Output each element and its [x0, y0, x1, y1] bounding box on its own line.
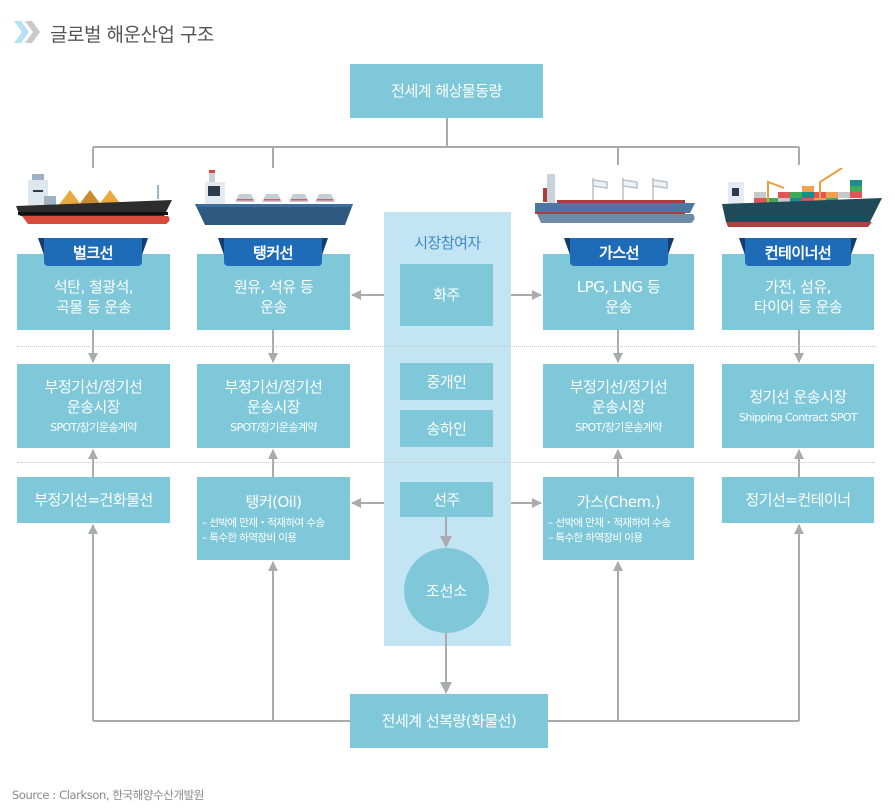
- cargo-line: 운송: [260, 298, 287, 316]
- broker-label: 중개인: [426, 372, 467, 391]
- market-title-line: 부정기선/정기선: [224, 377, 323, 396]
- category-bullets: – 선박에 만재・적재하여 수송 – 특수한 하역장비 이용: [543, 516, 694, 546]
- container-market-box: 정기선 운송시장 Shipping Contract SPOT: [722, 364, 874, 448]
- container-ship-icon: [722, 168, 882, 227]
- bullet-item: – 특수한 하역장비 이용: [548, 531, 643, 544]
- cargo-line: 가전, 섬유,: [764, 278, 832, 296]
- category-bullets: – 선박에 만재・적재하여 수송 – 특수한 하역장비 이용: [197, 516, 350, 546]
- page-title: 글로벌 해운산업 구조: [50, 24, 214, 46]
- market-title-line: 부정기선/정기선: [569, 377, 668, 396]
- tanker-cargo-box: 원유, 석유 등 운송: [197, 254, 350, 330]
- cargo-line: 원유, 석유 등: [233, 278, 314, 296]
- container-cargo-box: 가전, 섬유, 타이어 등 운송: [722, 254, 874, 330]
- tanker-ship-icon: [195, 170, 353, 225]
- shipyard-label: 조선소: [425, 582, 468, 600]
- separator-line: [17, 462, 875, 463]
- shipper-label: 화주: [433, 286, 460, 304]
- shipowner-label: 선주: [433, 490, 460, 509]
- tanker-market-box: 부정기선/정기선 운송시장 SPOT/장기운송계약: [197, 364, 350, 448]
- bullet-item: – 선박에 만재・적재하여 수송: [202, 516, 325, 529]
- cargo-line: 운송: [605, 298, 632, 316]
- consignor-box: 송하인: [400, 410, 493, 447]
- market-title-line: 정기선 운송시장: [749, 387, 847, 406]
- ship-type-tab-bulk: 벌크선: [38, 238, 148, 266]
- market-title-line: 부정기선/정기선: [44, 377, 143, 396]
- cargo-line: 석탄, 철광석,: [53, 278, 134, 296]
- source-note: Source : Clarkson, 한국해양수산개발원: [12, 788, 204, 802]
- ship-type-label: 가스선: [599, 243, 639, 262]
- market-title-line: 운송시장: [246, 397, 301, 416]
- market-title-line: 운송시장: [66, 397, 121, 416]
- cargo-line: 곡물 등 운송: [55, 298, 132, 316]
- market-subtitle: SPOT/장기운송계약: [230, 420, 317, 434]
- broker-box: 중개인: [400, 363, 493, 400]
- ship-type-tab-container: 컨테이너선: [739, 238, 857, 266]
- category-title: 정기선=컨테이너: [745, 491, 851, 509]
- ship-type-tab-gas: 가스선: [564, 238, 674, 266]
- tanker-category-box: 탱커(Oil) – 선박에 만재・적재하여 수송 – 특수한 하역장비 이용: [197, 477, 350, 560]
- market-participants-title: 시장참여자: [414, 234, 481, 252]
- world-fleet-label: 전세계 선복량(화물선): [381, 712, 517, 730]
- ship-type-label: 벌크선: [73, 243, 113, 262]
- shipper-box: 화주: [400, 264, 493, 326]
- bulk-market-box: 부정기선/정기선 운송시장 SPOT/장기운송계약: [17, 364, 170, 448]
- market-subtitle: SPOT/장기운송계약: [50, 420, 137, 434]
- bulk-carrier-ship-icon: [16, 174, 172, 224]
- bulk-cargo-box: 석탄, 철광석, 곡물 등 운송: [17, 254, 170, 330]
- container-category-box: 정기선=컨테이너: [722, 477, 874, 523]
- market-subtitle: Shipping Contract SPOT: [738, 410, 858, 424]
- double-chevron-right-icon: [14, 21, 40, 43]
- world-seaborne-trade-label: 전세계 해상물동량: [391, 82, 502, 100]
- market-title-line: 운송시장: [591, 397, 646, 416]
- bullet-item: – 특수한 하역장비 이용: [202, 531, 297, 544]
- gas-market-box: 부정기선/정기선 운송시장 SPOT/장기운송계약: [543, 364, 694, 448]
- bulk-category-box: 부정기선=건화물선: [17, 477, 170, 523]
- ship-type-tab-tanker: 탱커선: [218, 238, 328, 266]
- shipowner-box: 선주: [400, 482, 493, 517]
- world-fleet-box: 전세계 선복량(화물선): [350, 694, 548, 748]
- world-seaborne-trade-box: 전세계 해상물동량: [350, 64, 543, 118]
- market-subtitle: SPOT/장기운송계약: [575, 420, 662, 434]
- category-title: 탱커(Oil): [245, 492, 302, 511]
- shipyard-circle: 조선소: [404, 548, 489, 633]
- consignor-label: 송하인: [426, 419, 467, 438]
- category-title: 가스(Chem.): [576, 492, 661, 511]
- category-title: 부정기선=건화물선: [34, 491, 153, 509]
- gas-category-box: 가스(Chem.) – 선박에 만재・적재하여 수송 – 특수한 하역장비 이용: [543, 477, 694, 560]
- gas-carrier-ship-icon: [535, 174, 695, 223]
- bullet-item: – 선박에 만재・적재하여 수송: [548, 516, 671, 529]
- cargo-line: 타이어 등 운송: [753, 298, 843, 316]
- gas-cargo-box: LPG, LNG 등 운송: [543, 254, 694, 330]
- ship-type-label: 탱커선: [253, 243, 293, 262]
- ship-type-label: 컨테이너선: [764, 243, 832, 262]
- cargo-line: LPG, LNG 등: [576, 278, 661, 296]
- separator-line: [17, 346, 875, 347]
